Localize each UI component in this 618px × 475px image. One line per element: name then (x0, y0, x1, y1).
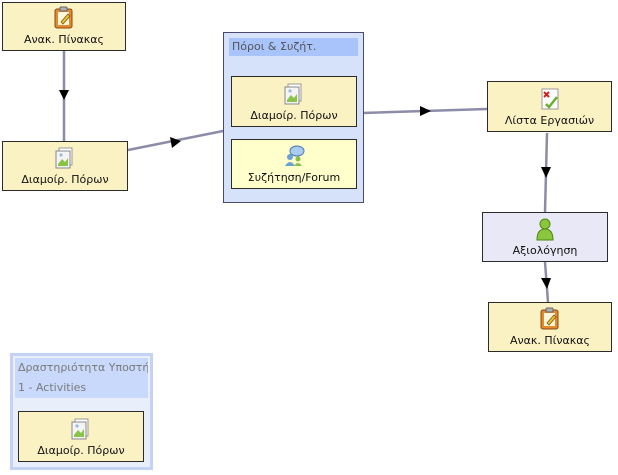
group-header: Δραστηριότητα Υποστή 1 - Activities (15, 358, 148, 398)
activity-label: Διαμοίρ. Πόρων (250, 109, 338, 122)
group-title: Πόροι & Συζήτ. (229, 38, 358, 56)
activity-label: Διαμοίρ. Πόρων (37, 444, 125, 457)
arrowhead-1 (59, 90, 69, 100)
activity-share-resources-support[interactable]: Διαμοίρ. Πόρων (18, 411, 144, 462)
arrowhead-4 (541, 167, 551, 178)
activity-assessment[interactable]: Αξιολόγηση (482, 212, 608, 262)
activity-forum[interactable]: Συζήτηση/Forum (231, 139, 357, 189)
document-image-icon (55, 147, 73, 169)
activity-label: Ανακ. Πίνακας (24, 33, 104, 46)
activity-noticeboard-top[interactable]: Ανακ. Πίνακας (2, 2, 126, 51)
activity-noticeboard-bottom[interactable]: Ανακ. Πίνακας (488, 302, 612, 352)
activity-label: Ανακ. Πίνακας (510, 334, 590, 347)
activity-share-resources-branch[interactable]: Διαμοίρ. Πόρων (231, 76, 357, 127)
checklist-icon (541, 88, 558, 110)
activity-task-list[interactable]: Λίστα Εργασιών (487, 81, 612, 132)
activity-share-resources[interactable]: Διαμοίρ. Πόρων (2, 141, 128, 191)
activity-label: Λίστα Εργασιών (504, 114, 595, 127)
document-image-icon (284, 83, 302, 105)
arrowhead-2 (170, 137, 181, 148)
group-title: Δραστηριότητα Υποστή (18, 361, 148, 374)
notepad-pencil-icon (54, 6, 73, 29)
activity-label: Συζήτηση/Forum (247, 171, 341, 184)
activity-label: Διαμοίρ. Πόρων (21, 173, 109, 186)
activity-label: Αξιολόγηση (512, 244, 578, 257)
arrowhead-3 (420, 106, 431, 116)
arrowhead-5 (541, 278, 551, 289)
branching-group[interactable]: Πόροι & Συζήτ. Διαμοίρ. Πόρων Συζήτηση/F… (223, 32, 364, 203)
chat-bubbles-icon (285, 145, 305, 166)
support-activity-group[interactable]: Δραστηριότητα Υποστή 1 - Activities Διαμ… (10, 353, 153, 470)
group-subtitle: 1 - Activities (18, 381, 87, 394)
document-image-icon (71, 418, 89, 440)
person-icon (536, 218, 554, 241)
notepad-pencil-icon (540, 307, 559, 330)
